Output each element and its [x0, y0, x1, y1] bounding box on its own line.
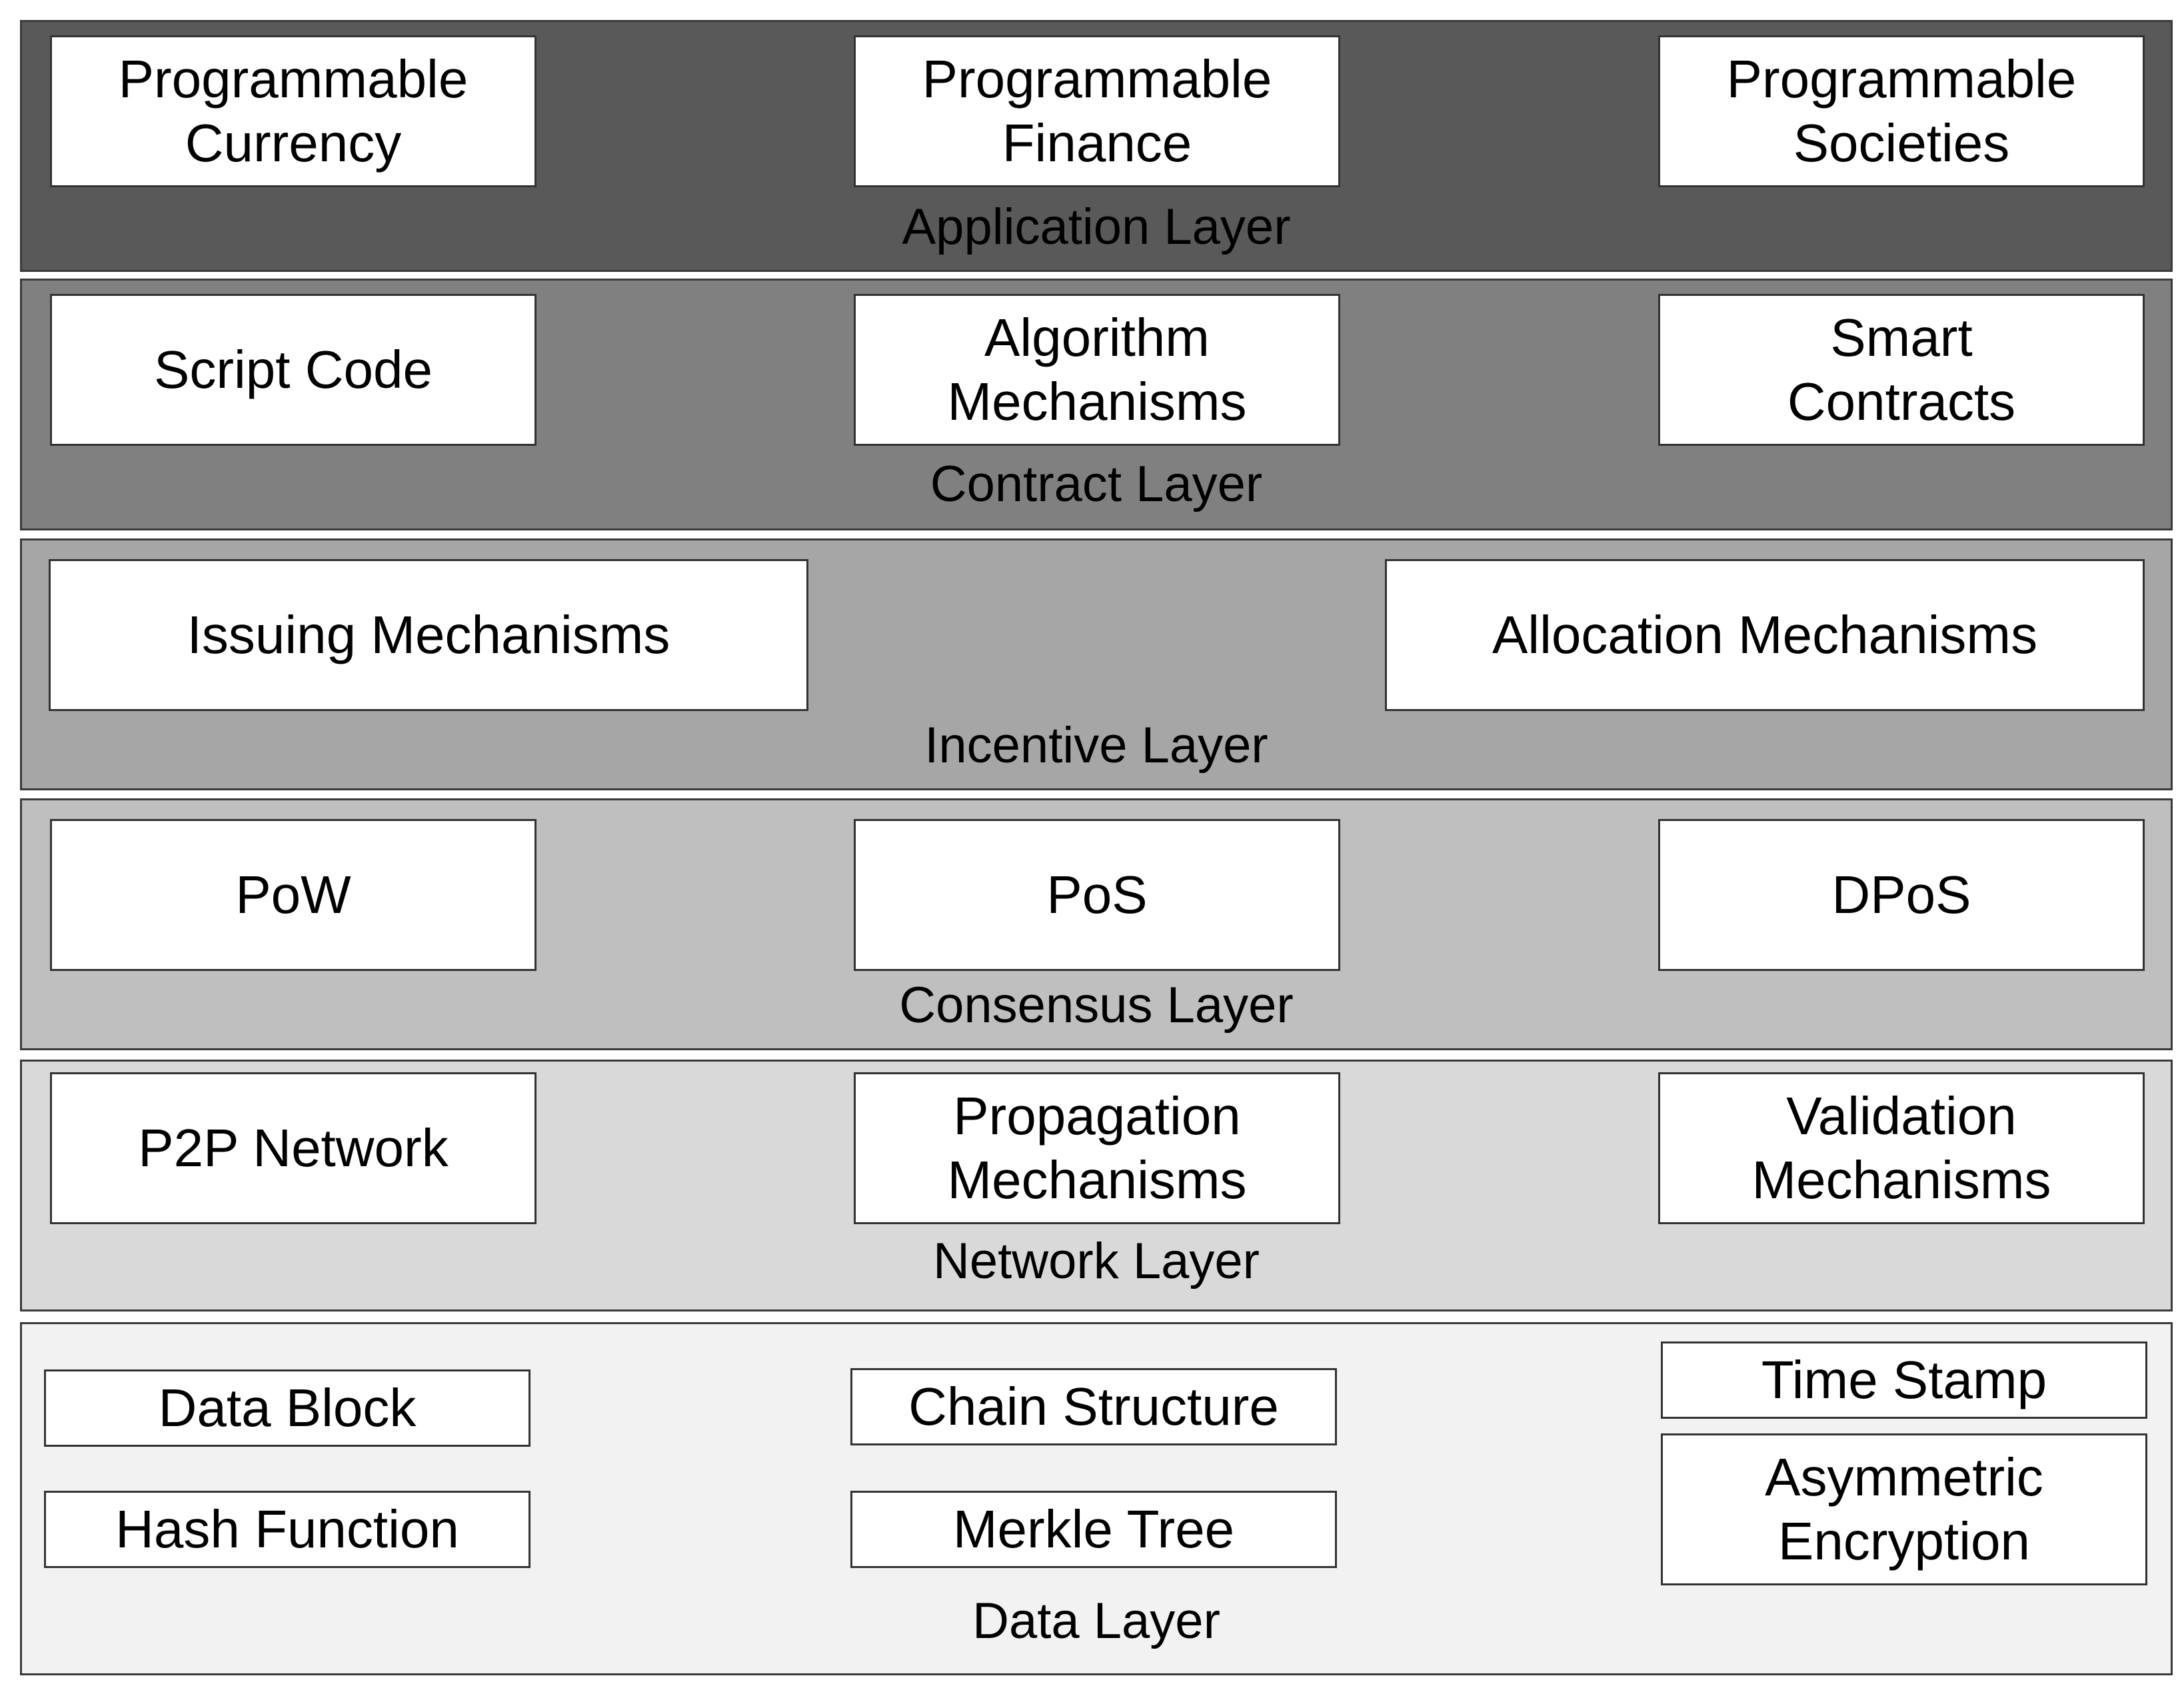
p2p-network-box: P2P Network [50, 1072, 537, 1224]
pow-box: PoW [50, 819, 537, 971]
data-layer-label: Data Layer [972, 1593, 1220, 1649]
application-layer-label: Application Layer [902, 199, 1291, 255]
consensus-layer: PoW PoS DPoS Consensus Layer [20, 798, 2173, 1050]
hash-function-box: Hash Function [44, 1491, 531, 1568]
programmable-currency-box: Programmable Currency [50, 35, 537, 187]
script-code-box: Script Code [50, 294, 537, 446]
merkle-tree-box: Merkle Tree [850, 1491, 1337, 1568]
time-stamp-box: Time Stamp [1661, 1341, 2147, 1419]
algorithm-mechanisms-box: Algorithm Mechanisms [854, 294, 1340, 446]
application-layer: Programmable Currency Programmable Finan… [20, 20, 2173, 272]
incentive-layer-label: Incentive Layer [924, 717, 1268, 774]
consensus-layer-label: Consensus Layer [899, 977, 1294, 1034]
data-layer: Data Block Hash Function Chain Structure… [20, 1322, 2173, 1675]
incentive-layer: Issuing Mechanisms Allocation Mechanisms… [20, 538, 2173, 790]
dpos-box: DPoS [1658, 819, 2145, 971]
asymmetric-encryption-box: Asymmetric Encryption [1661, 1433, 2147, 1585]
pos-box: PoS [854, 819, 1340, 971]
programmable-societies-box: Programmable Societies [1658, 35, 2145, 187]
network-layer-label: Network Layer [933, 1233, 1260, 1289]
validation-mechanisms-box: Validation Mechanisms [1658, 1072, 2145, 1224]
allocation-mechanisms-box: Allocation Mechanisms [1385, 559, 2145, 711]
smart-contracts-box: Smart Contracts [1658, 294, 2145, 446]
programmable-finance-box: Programmable Finance [854, 35, 1340, 187]
network-layer: P2P Network Propagation Mechanisms Valid… [20, 1060, 2173, 1311]
issuing-mechanisms-box: Issuing Mechanisms [49, 559, 808, 711]
contract-layer-label: Contract Layer [930, 456, 1263, 512]
chain-structure-box: Chain Structure [850, 1368, 1337, 1445]
contract-layer: Script Code Algorithm Mechanisms Smart C… [20, 279, 2173, 530]
data-block-box: Data Block [44, 1369, 531, 1447]
propagation-mechanisms-box: Propagation Mechanisms [854, 1072, 1340, 1224]
